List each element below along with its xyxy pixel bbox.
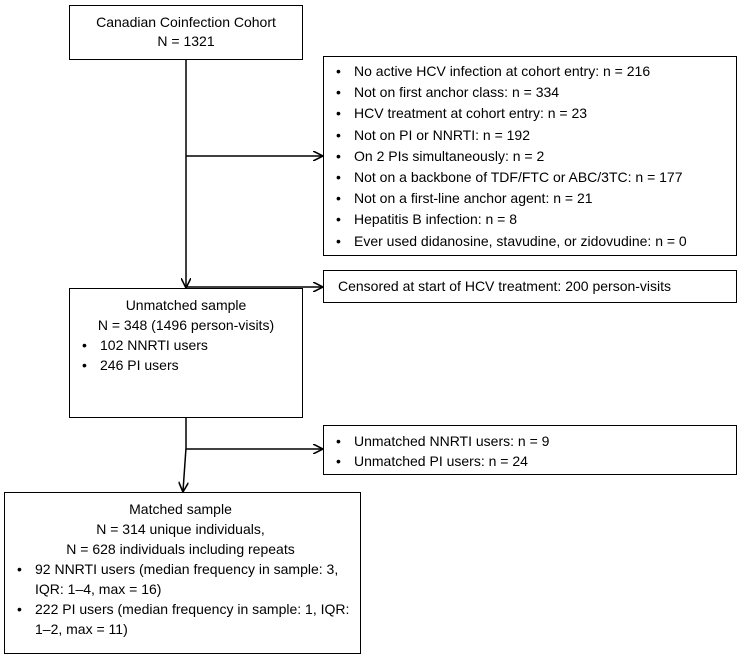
matched-n-unique: N = 314 unique individuals, <box>96 521 265 537</box>
list-item: No active HCV infection at cohort entry:… <box>328 61 732 82</box>
list-item: 246 PI users <box>74 355 296 375</box>
matched-n-repeats: N = 628 individuals including repeats <box>66 541 295 557</box>
list-item: 92 NNRTI users (median frequency in samp… <box>9 559 352 599</box>
arrow-unmatched-to-matched <box>183 417 186 491</box>
matched-list: 92 NNRTI users (median frequency in samp… <box>9 559 352 639</box>
unmatched-n: N = 348 (1496 person-visits) <box>97 317 275 333</box>
list-item: Unmatched NNRTI users: n = 9 <box>328 431 732 451</box>
list-item: Ever used didanosine, stavudine, or zido… <box>328 231 732 252</box>
list-item: 222 PI users (median frequency in sample… <box>9 599 352 639</box>
exclusions-list: No active HCV infection at cohort entry:… <box>328 61 732 252</box>
list-item: 102 NNRTI users <box>74 335 296 355</box>
list-item: On 2 PIs simultaneously: n = 2 <box>328 146 732 167</box>
list-item: Not on a first-line anchor agent: n = 21 <box>328 188 732 209</box>
censored-box: Censored at start of HCV treatment: 200 … <box>323 270 737 303</box>
list-item: Not on a backbone of TDF/FTC or ABC/3TC:… <box>328 167 732 188</box>
unmatched-list: 102 NNRTI users 246 PI users <box>74 335 296 375</box>
unmatched-excluded-box: Unmatched NNRTI users: n = 9 Unmatched P… <box>323 425 737 475</box>
list-item: HCV treatment at cohort entry: n = 23 <box>328 103 732 124</box>
censored-text: Censored at start of HCV treatment: 200 … <box>338 278 672 294</box>
unmatched-excluded-list: Unmatched NNRTI users: n = 9 Unmatched P… <box>328 431 732 471</box>
cohort-box: Canadian Coinfection Cohort N = 1321 <box>69 5 303 60</box>
list-item: Not on first anchor class: n = 334 <box>328 82 732 103</box>
exclusions-box: No active HCV infection at cohort entry:… <box>323 56 737 256</box>
cohort-title: Canadian Coinfection Cohort <box>96 14 276 30</box>
unmatched-title: Unmatched sample <box>125 297 247 313</box>
unmatched-box: Unmatched sample N = 348 (1496 person-vi… <box>69 288 303 418</box>
matched-title: Matched sample <box>129 501 232 517</box>
list-item: Unmatched PI users: n = 24 <box>328 451 732 471</box>
matched-box: Matched sample N = 314 unique individual… <box>4 492 361 654</box>
cohort-n: N = 1321 <box>157 33 215 49</box>
list-item: Hepatitis B infection: n = 8 <box>328 209 732 230</box>
list-item: Not on PI or NNRTI: n = 192 <box>328 125 732 146</box>
